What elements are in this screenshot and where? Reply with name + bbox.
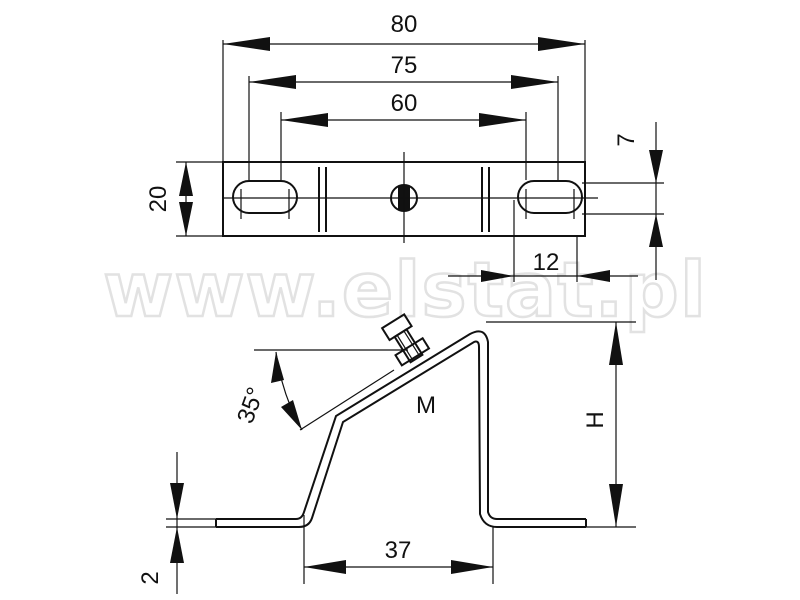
- top-view: 80 75 60 20 7 12: [145, 11, 664, 282]
- angle-label: 35°: [232, 384, 270, 427]
- height-label: H: [582, 411, 609, 428]
- inner-distance-label: 60: [391, 90, 418, 117]
- left-slot: [232, 180, 298, 214]
- right-slot: [517, 180, 583, 214]
- base-width-label: 37: [385, 537, 412, 564]
- slot-length-label: 12: [533, 249, 560, 276]
- overall-length-label: 80: [391, 11, 418, 38]
- width-label: 20: [145, 186, 172, 213]
- bracket-profile: [216, 330, 586, 520]
- thread-label: M: [416, 392, 436, 419]
- side-view: M 35° H 37 2: [137, 312, 636, 594]
- thickness-label: 2: [137, 571, 164, 584]
- slot-width-label: 7: [613, 133, 640, 146]
- watermark: www.elstat.pl: [103, 245, 707, 334]
- slot-distance-label: 75: [391, 52, 418, 79]
